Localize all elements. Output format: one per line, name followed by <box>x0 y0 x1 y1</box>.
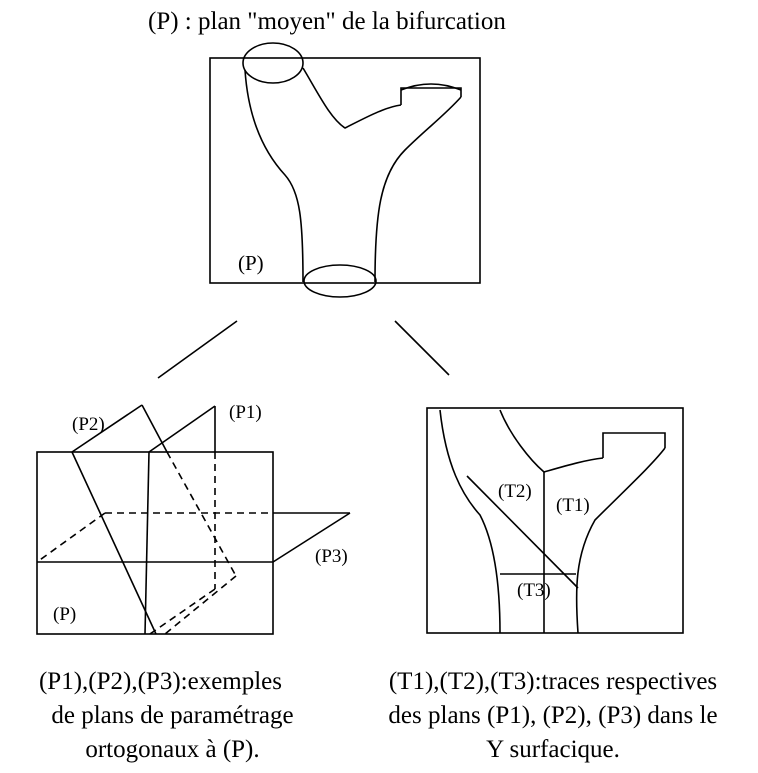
plane-p-frame-left <box>36 451 274 635</box>
trace-crotch <box>499 409 604 473</box>
label-plane-p-left: (P) <box>53 604 76 625</box>
plane-p-frame-right <box>426 407 684 634</box>
bifurcation-right-contour <box>374 96 462 283</box>
connector-right <box>394 320 450 376</box>
diagram-title: (P) : plan "moyen" de la bifurcation <box>148 8 506 35</box>
connector-left <box>157 320 238 379</box>
plane-p3-front-edge <box>272 512 351 563</box>
plane-p2-right-hidden <box>166 451 237 577</box>
plane-p2-right-upper <box>141 404 168 453</box>
right-panel <box>426 407 684 634</box>
label-t1: (T1) <box>556 495 590 516</box>
plane-p1-bottom-hidden <box>149 588 216 635</box>
plane-p2-edge-left <box>71 451 157 635</box>
small-branch-end <box>400 87 462 105</box>
left-panel <box>36 404 351 635</box>
trace-branch-end <box>602 432 666 458</box>
upper-branch-section <box>242 42 304 84</box>
plane-p1-left <box>144 451 150 635</box>
label-p3: (P3) <box>315 546 348 567</box>
trace-t2 <box>466 475 579 589</box>
label-t3: (T3) <box>517 580 551 601</box>
caption-right-line-1: (T1),(T2),(T3):traces respectives <box>388 668 718 695</box>
trace-right-contour <box>575 447 666 634</box>
label-p2: (P2) <box>72 414 105 435</box>
label-t2: (T2) <box>498 481 532 502</box>
caption-right: (T1),(T2),(T3):traces respectives des pl… <box>350 665 756 767</box>
caption-left-line-2: de plans de paramétrage <box>51 702 294 729</box>
top-panel <box>209 42 481 298</box>
caption-left-line-1: (P1),(P2),(P3):exemples <box>38 668 283 695</box>
caption-right-line-2: des plans (P1), (P2), (P3) dans le <box>388 702 718 729</box>
trunk-section <box>303 264 377 298</box>
plane-p3-side-hidden <box>36 512 106 563</box>
caption-right-line-3: Y surfacique. <box>486 736 620 763</box>
plane-p2-top <box>71 404 143 453</box>
plane-p1-top <box>148 405 216 453</box>
bifurcation-crotch <box>302 67 402 129</box>
label-plane-p-top: (P) <box>238 251 264 275</box>
caption-left-line-3: ortogonaux à (P). <box>85 736 260 763</box>
caption-left: (P1),(P2),(P3):exemples de plans de para… <box>0 665 345 767</box>
small-branch-rim <box>400 83 462 91</box>
trace-left-contour <box>439 409 501 634</box>
plane-p2-bottom-hidden <box>164 575 237 635</box>
bifurcation-left-contour <box>244 69 304 283</box>
label-p1: (P1) <box>229 402 262 423</box>
plane-p-frame <box>209 57 481 284</box>
